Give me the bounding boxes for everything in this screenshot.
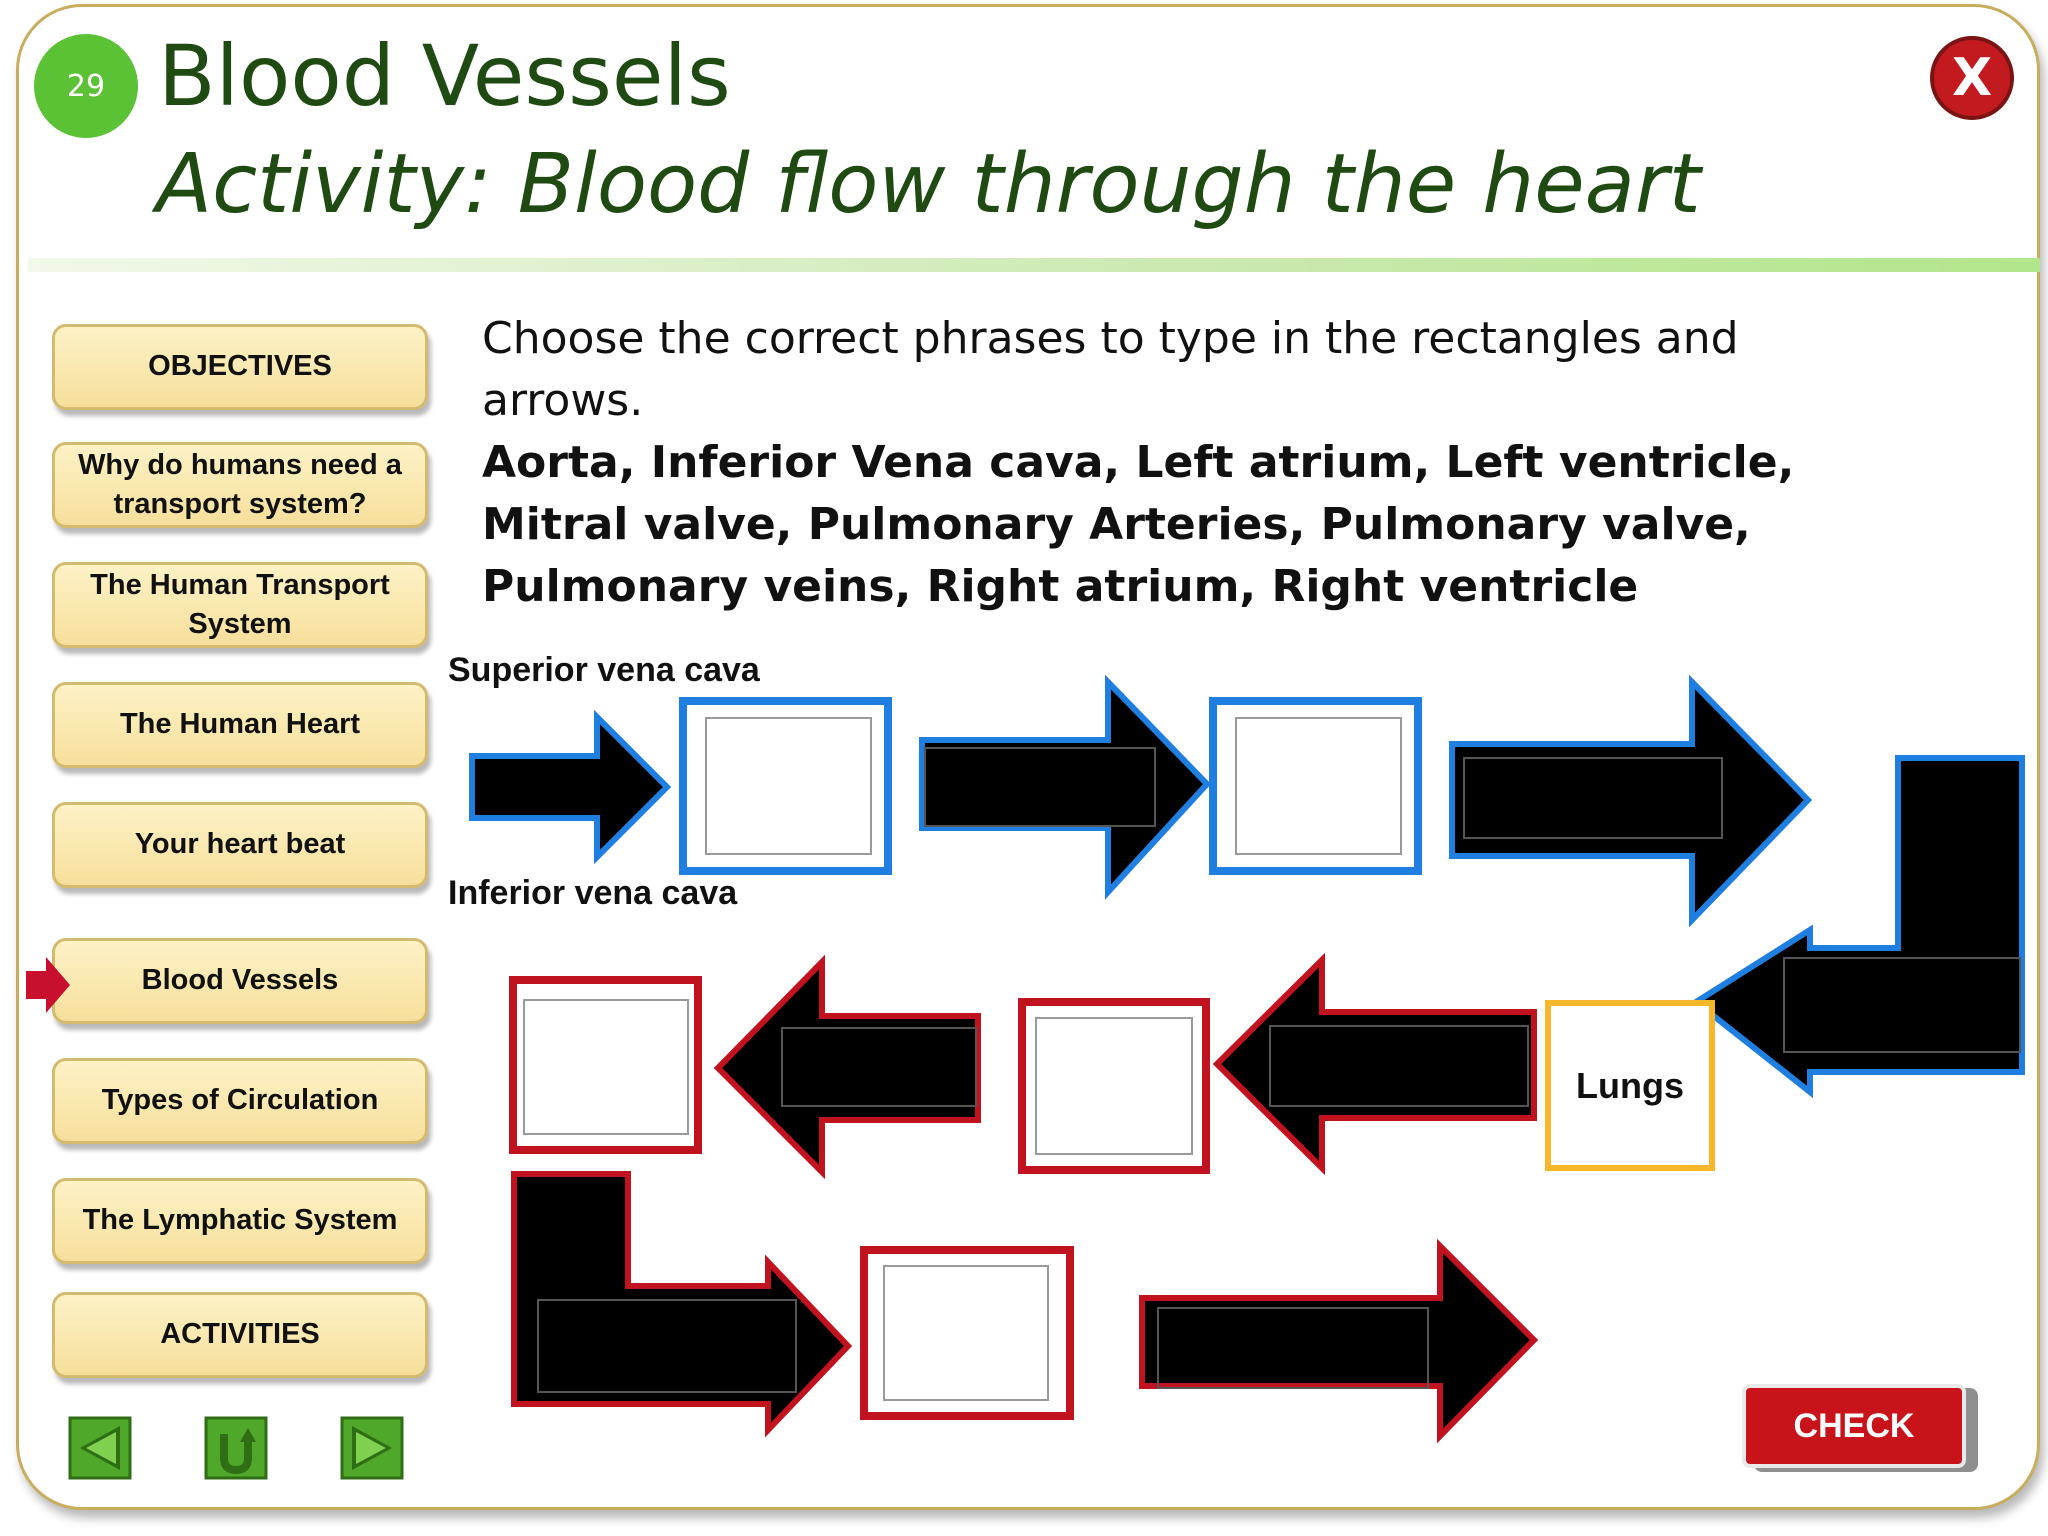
check-label: CHECK	[1793, 1406, 1915, 1445]
answer-box-4-inner	[523, 999, 689, 1135]
nav-heart-beat[interactable]: Your heart beat	[52, 802, 428, 888]
flow-arrow-2[interactable]	[919, 674, 1212, 900]
flow-arrow-3[interactable]	[1449, 674, 1813, 928]
flow-arrow-vena-cava	[469, 709, 672, 865]
flow-arrow-6[interactable]	[713, 954, 981, 1180]
flow-arrow-4[interactable]	[1690, 755, 2025, 1099]
lungs-label: Lungs	[1576, 1064, 1684, 1106]
answer-box-3[interactable]	[1018, 998, 1210, 1174]
label-inferior-vena-cava: Inferior vena cava	[448, 874, 738, 912]
phrase-bank: Aorta, Inferior Vena cava, Left atrium, …	[482, 437, 1795, 612]
nav-why-transport[interactable]: Why do humans need a transport system?	[52, 442, 428, 528]
return-icon[interactable]	[204, 1416, 268, 1480]
flow-arrow-2-textbox	[924, 747, 1156, 827]
flow-arrow-6-textbox	[781, 1027, 977, 1107]
nav-label: Why do humans need a transport system?	[78, 448, 402, 520]
nav-label: Blood Vessels	[141, 964, 339, 997]
flow-arrow-5[interactable]	[1212, 952, 1537, 1176]
nav-human-heart[interactable]: The Human Heart	[52, 682, 428, 768]
answer-box-5-inner	[883, 1265, 1049, 1401]
answer-box-3-inner	[1035, 1017, 1193, 1155]
page-subtitle: Activity: Blood flow through the heart	[156, 137, 1701, 232]
flow-arrow-7-textbox	[537, 1299, 797, 1393]
check-button[interactable]: CHECK	[1742, 1384, 1966, 1468]
answer-box-4[interactable]	[509, 976, 702, 1154]
label-superior-vena-cava: Superior vena cava	[448, 651, 760, 689]
instructions: Choose the correct phrases to type in th…	[482, 308, 1902, 618]
close-icon: X	[1951, 48, 1993, 108]
nav-label: The Human Heart	[119, 708, 361, 741]
flow-arrow-3-textbox	[1463, 757, 1723, 839]
answer-box-2-inner	[1235, 717, 1402, 855]
slide-number: 29	[66, 68, 106, 104]
nav-label: Your heart beat	[134, 828, 346, 861]
nav-label: ACTIVITIES	[160, 1318, 320, 1351]
nav-objectives[interactable]: OBJECTIVES	[52, 324, 428, 410]
nav-activities[interactable]: ACTIVITIES	[52, 1292, 428, 1378]
instruction-text: Choose the correct phrases to type in th…	[482, 313, 1739, 426]
nav-human-transport-system[interactable]: The Human Transport System	[52, 562, 428, 648]
back-icon[interactable]	[68, 1416, 132, 1480]
flow-arrow-aorta-textbox	[1157, 1307, 1429, 1389]
nav-label: Types of Circulation	[101, 1084, 379, 1117]
forward-icon[interactable]	[340, 1416, 404, 1480]
nav-label: The Lymphatic System	[82, 1204, 398, 1237]
nav-lymphatic-system[interactable]: The Lymphatic System	[52, 1178, 428, 1264]
active-section-arrow-icon	[26, 957, 70, 1013]
page-title: Blood Vessels	[158, 27, 731, 125]
answer-box-5[interactable]	[860, 1246, 1074, 1420]
slide-number-badge: 29	[34, 34, 138, 138]
close-button[interactable]: X	[1930, 36, 2014, 120]
nav-blood-vessels[interactable]: Blood Vessels	[52, 938, 428, 1024]
nav-label: OBJECTIVES	[148, 350, 332, 383]
flow-arrow-5-textbox	[1269, 1025, 1529, 1107]
flow-arrow-aorta[interactable]	[1139, 1238, 1539, 1444]
lungs-box: Lungs	[1545, 1000, 1715, 1171]
nav-types-of-circulation[interactable]: Types of Circulation	[52, 1058, 428, 1144]
title-divider	[28, 258, 2040, 272]
answer-box-1-inner	[705, 717, 872, 855]
answer-box-2[interactable]	[1209, 697, 1422, 875]
answer-box-1[interactable]	[679, 697, 892, 875]
flow-arrow-4-textbox	[1783, 957, 2021, 1053]
nav-label: The Human Transport System	[90, 568, 390, 640]
flow-arrow-7[interactable]	[511, 1171, 853, 1438]
